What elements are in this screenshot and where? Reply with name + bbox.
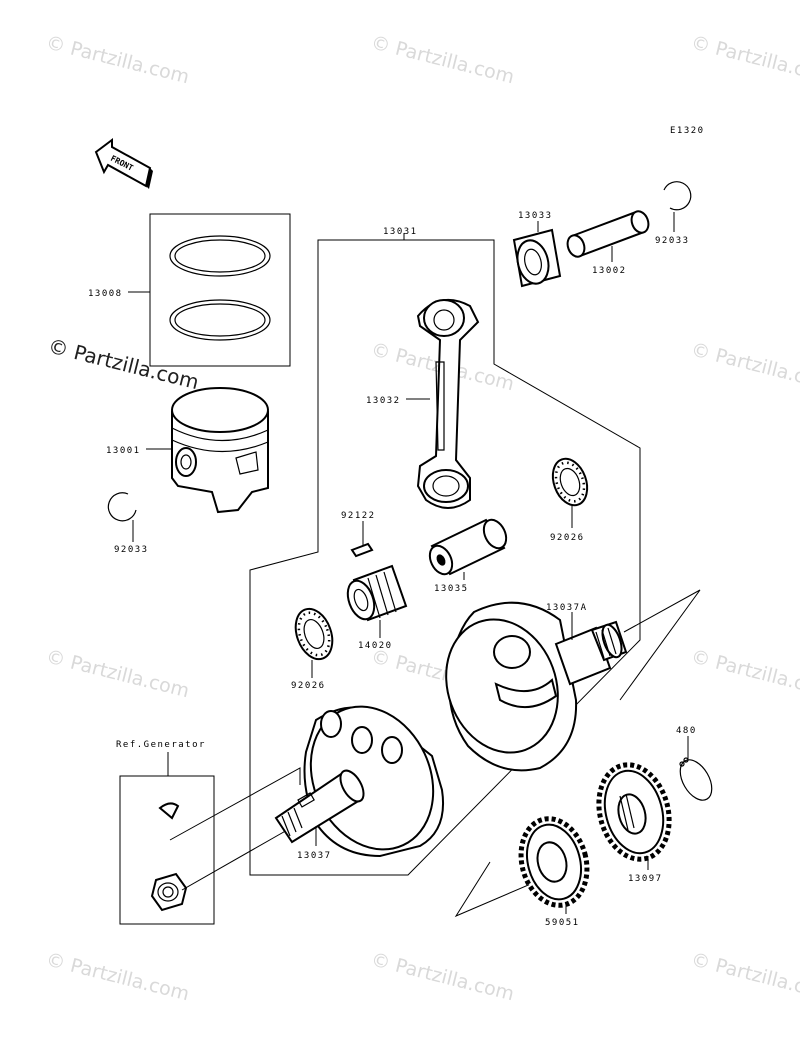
circlip-92033-right[interactable] xyxy=(663,181,692,211)
watermark-main: © Partzilla.com xyxy=(46,334,202,395)
crank-pin-13035[interactable] xyxy=(425,516,510,578)
watermark: © Partzilla.com xyxy=(44,949,192,1006)
part-label-92033-right: 92033 xyxy=(655,236,690,246)
diagram-code: E1320 xyxy=(670,126,705,136)
ref-generator-label: Ref.Generator xyxy=(116,740,206,750)
circlip-92033-left[interactable] xyxy=(107,492,137,522)
part-label-92026-right: 92026 xyxy=(550,533,585,543)
watermark: © Partzilla.com xyxy=(689,339,800,396)
watermark: © Partzilla.com xyxy=(44,646,192,703)
connecting-rod-13032[interactable] xyxy=(416,298,480,509)
part-label-92026-left: 92026 xyxy=(291,681,326,691)
part-label-13037A: 13037A xyxy=(546,603,588,613)
crankshaft-right-13037A[interactable] xyxy=(428,589,701,772)
watermark: © Partzilla.com xyxy=(689,32,800,89)
part-label-13033: 13033 xyxy=(518,211,553,221)
gear-59051[interactable] xyxy=(454,811,596,918)
flange-nut[interactable] xyxy=(150,872,188,912)
piston-pin-13002[interactable] xyxy=(565,209,652,259)
assembly-outline-13031 xyxy=(249,233,641,876)
part-label-480: 480 xyxy=(676,726,697,736)
gear-13097[interactable] xyxy=(589,757,680,867)
crankshaft-left-13037[interactable] xyxy=(169,686,456,891)
part-label-92122: 92122 xyxy=(341,511,376,521)
needle-bearing-13033[interactable] xyxy=(512,228,562,288)
needle-bearing-14020[interactable] xyxy=(343,564,408,623)
thrust-washer-92026-left[interactable] xyxy=(289,604,339,664)
part-label-13032: 13032 xyxy=(366,396,401,406)
watermark: © Partzilla.com xyxy=(689,646,800,703)
ref-generator-box xyxy=(119,775,215,925)
watermark: © Partzilla.com xyxy=(44,32,192,89)
part-label-14020: 14020 xyxy=(358,641,393,651)
part-label-59051: 59051 xyxy=(545,918,580,928)
part-label-13002: 13002 xyxy=(592,266,627,276)
part-label-13008: 13008 xyxy=(88,289,123,299)
part-label-13001: 13001 xyxy=(106,446,141,456)
part-label-13037: 13037 xyxy=(297,851,332,861)
watermark: © Partzilla.com xyxy=(369,949,517,1006)
circlip-480[interactable] xyxy=(674,754,719,805)
piston-rings-13008[interactable] xyxy=(149,213,291,367)
watermark: © Partzilla.com xyxy=(689,949,800,1006)
watermark: © Partzilla.com xyxy=(369,32,517,89)
watermark-group: © Partzilla.com © Partzilla.com © Partzi… xyxy=(44,32,800,1006)
part-label-13097: 13097 xyxy=(628,874,663,884)
thrust-washer-92026-right[interactable] xyxy=(547,454,593,510)
part-label-13035: 13035 xyxy=(434,584,469,594)
part-label-13031: 13031 xyxy=(383,227,418,237)
pin-92122[interactable] xyxy=(350,542,374,558)
part-label-92033-left: 92033 xyxy=(114,545,149,555)
front-arrow-icon: FRONT xyxy=(94,138,153,189)
woodruff-key[interactable] xyxy=(158,802,180,820)
piston-13001[interactable] xyxy=(171,387,269,514)
